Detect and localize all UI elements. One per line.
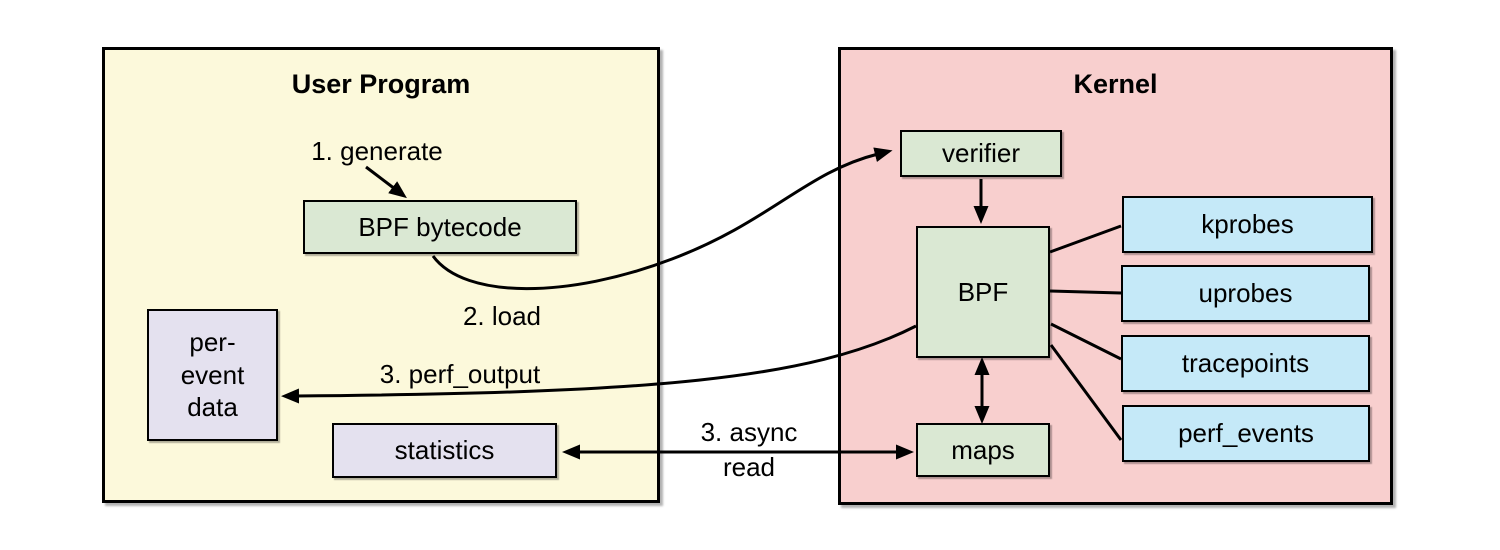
statistics-box: statistics	[332, 423, 557, 478]
per-event-data-label: per- event data	[181, 326, 245, 424]
tracepoints-label: tracepoints	[1181, 348, 1310, 379]
per-event-line-2: event	[180, 359, 245, 390]
uprobes-box: uprobes	[1121, 265, 1370, 322]
verifier-box: verifier	[900, 130, 1062, 177]
per-event-line-1: per-	[189, 327, 236, 358]
maps-box: maps	[916, 423, 1050, 477]
verifier-label: verifier	[941, 138, 1020, 169]
kprobes-box: kprobes	[1122, 196, 1373, 253]
bpf-box: BPF	[916, 226, 1050, 358]
statistics-label: statistics	[394, 435, 495, 466]
kernel-title: Kernel	[1073, 69, 1158, 99]
bpf-bytecode-label: BPF bytecode	[358, 211, 522, 242]
uprobes-label: uprobes	[1198, 278, 1293, 309]
per-event-line-3: data	[187, 392, 238, 423]
kprobes-label: kprobes	[1201, 209, 1294, 240]
step2-load-label: 2. load	[462, 301, 542, 331]
maps-label: maps	[951, 434, 1015, 465]
step3-async-label-line2: read	[722, 452, 776, 482]
perf-events-box: perf_events	[1122, 405, 1370, 462]
perf-events-label: perf_events	[1178, 418, 1314, 449]
tracepoints-box: tracepoints	[1121, 335, 1370, 392]
bpf-label: BPF	[957, 276, 1009, 307]
bpf-bytecode-box: BPF bytecode	[303, 200, 577, 254]
per-event-data-box: per- event data	[147, 309, 278, 441]
step1-generate-label: 1. generate	[311, 136, 443, 166]
step3-async-label-line1: 3. async	[700, 417, 798, 447]
user-program-title: User Program	[291, 69, 471, 99]
step3-perf-output-label: 3. perf_output	[379, 359, 541, 389]
